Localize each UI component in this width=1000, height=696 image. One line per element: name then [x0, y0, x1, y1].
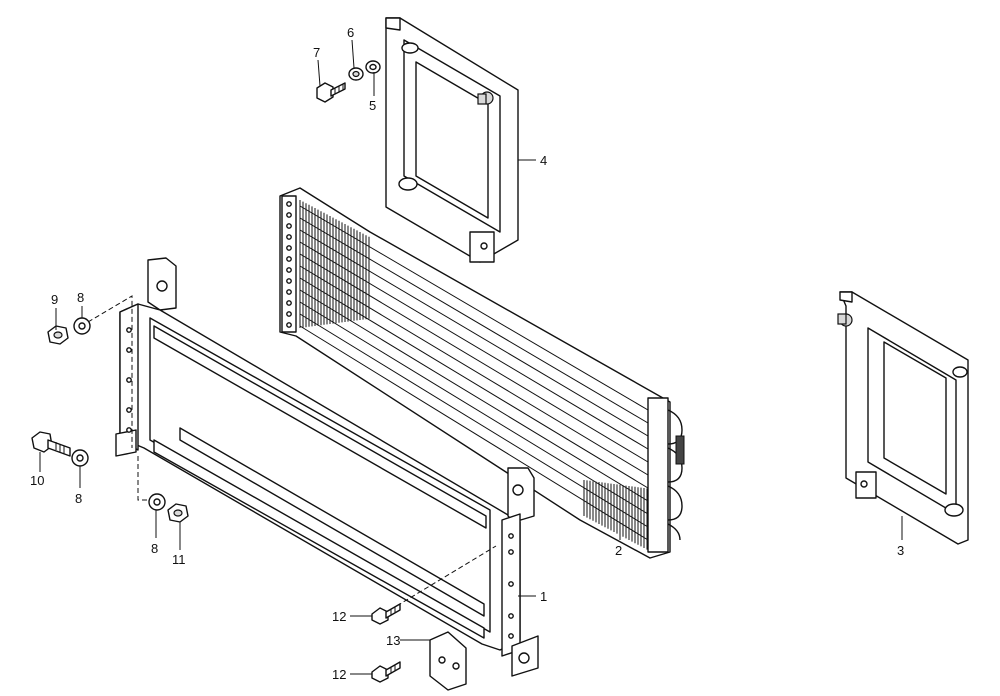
nut-9	[47, 325, 69, 345]
callout-13: 13	[386, 633, 400, 648]
callout-12-lower: 12	[332, 667, 346, 682]
bolt-12-upper	[371, 603, 401, 625]
washer-8-low	[148, 493, 166, 511]
header-hole	[286, 201, 292, 207]
condenser-tube	[299, 277, 649, 489]
header-hole	[286, 289, 292, 295]
frame-hole	[126, 347, 132, 353]
header-hole	[286, 278, 292, 284]
frame-hole	[508, 533, 514, 539]
bolt-10	[31, 431, 71, 457]
condenser-tube	[299, 229, 649, 437]
callout-11: 11	[172, 552, 186, 567]
callout-8-top: 8	[77, 290, 84, 305]
header-hole	[286, 245, 292, 251]
condenser-tube	[299, 289, 649, 502]
callout-6: 6	[347, 25, 354, 40]
callout-10: 10	[30, 473, 44, 488]
callout-4: 4	[540, 153, 547, 168]
frame-hole	[126, 377, 132, 383]
condenser-tube	[299, 241, 649, 450]
bolt-7	[316, 82, 346, 103]
bolt-12-lower	[371, 661, 401, 683]
header-hole	[286, 311, 292, 317]
condenser-tube	[299, 253, 649, 463]
assembly-guide-lines	[87, 295, 497, 611]
frame-hole	[126, 407, 132, 413]
frame-hole	[508, 633, 514, 639]
condenser-tube	[299, 301, 649, 515]
header-hole	[286, 223, 292, 229]
callout-7: 7	[313, 45, 320, 60]
washer-6	[348, 67, 364, 81]
nut-11	[167, 503, 189, 523]
header-hole	[286, 267, 292, 273]
condenser-tube	[299, 217, 649, 424]
header-hole	[286, 256, 292, 262]
plate-13	[429, 631, 467, 691]
bracket-right	[837, 291, 969, 545]
callout-2: 2	[615, 543, 622, 558]
callout-5: 5	[369, 98, 376, 113]
header-hole	[286, 322, 292, 328]
callout-3: 3	[897, 543, 904, 558]
washer-5	[365, 60, 381, 74]
condenser-tube	[299, 205, 649, 411]
condenser-core	[279, 187, 685, 559]
washer-8-mid	[71, 449, 89, 467]
frame-hole	[126, 327, 132, 333]
header-hole	[286, 300, 292, 306]
callout-1: 1	[540, 589, 547, 604]
leader-lines	[39, 39, 903, 675]
frame-hole	[508, 581, 514, 587]
frame-hole	[508, 549, 514, 555]
bracket-upper	[385, 17, 519, 263]
callout-8-low: 8	[151, 541, 158, 556]
callout-labels: 1 2 3 4 5 6 7 8 8 8 9 10 11 12 12 13	[30, 25, 904, 682]
condenser-tube	[299, 265, 649, 476]
frame-hole	[126, 427, 132, 433]
frame	[115, 257, 539, 677]
callout-9: 9	[51, 292, 58, 307]
frame-hole	[508, 613, 514, 619]
callout-12-upper: 12	[332, 609, 346, 624]
washer-8-top	[73, 317, 91, 335]
header-hole	[286, 234, 292, 240]
callout-8-mid: 8	[75, 491, 82, 506]
header-hole	[286, 212, 292, 218]
condenser-return-bends	[667, 409, 685, 541]
